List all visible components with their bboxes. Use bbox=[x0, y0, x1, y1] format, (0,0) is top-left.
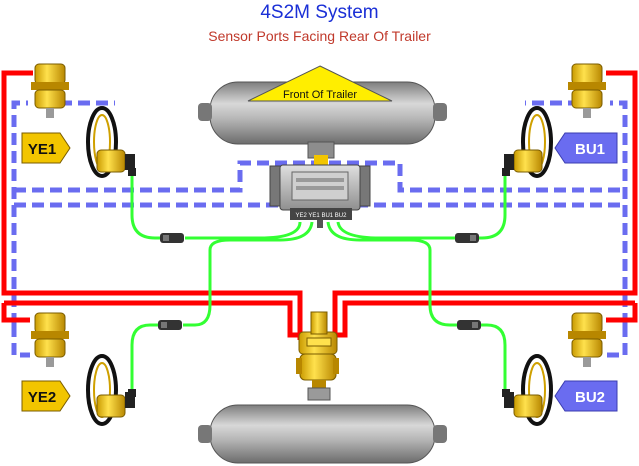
relay-valve-icon bbox=[296, 311, 339, 401]
brake-chamber-icon bbox=[31, 312, 69, 367]
supply-line-right-lower bbox=[606, 303, 638, 323]
cable-connector-icon bbox=[455, 233, 479, 243]
cable-connectors bbox=[158, 233, 481, 330]
front-of-trailer-marker: Front Of Trailer bbox=[247, 65, 393, 102]
brake-chamber-icon bbox=[568, 63, 606, 118]
delivery-line-right-top bbox=[525, 100, 628, 325]
brake-chamber-icon bbox=[31, 63, 69, 118]
supply-line-right-inner bbox=[335, 300, 635, 338]
cable-connector-icon bbox=[457, 320, 481, 330]
brake-chamber-bu2 bbox=[568, 312, 606, 367]
delivery-line-right-bottom bbox=[605, 325, 628, 358]
tag-bu2: BU2 bbox=[554, 380, 618, 412]
cable-ye1 bbox=[130, 170, 302, 240]
tag-ye2: YE2 bbox=[21, 380, 71, 412]
wheel-sensor-icon bbox=[86, 354, 136, 426]
supply-line-right-outer bbox=[332, 70, 638, 340]
cable-ye2 bbox=[130, 221, 314, 395]
supply-line-left-inner bbox=[4, 300, 300, 338]
wheel-sensor-bu1 bbox=[502, 106, 553, 178]
cable-connector-icon bbox=[160, 233, 184, 243]
wheel-sensor-ye1 bbox=[86, 106, 136, 178]
ecu-port-labels: YE2 YE1 BU1 BU2 bbox=[296, 213, 348, 219]
tag-ye1: YE1 bbox=[21, 132, 71, 164]
cable-bu2 bbox=[326, 221, 507, 395]
brake-chamber-bu1 bbox=[568, 63, 606, 118]
cable-bu1 bbox=[336, 170, 507, 240]
supply-line-left-lower bbox=[1, 303, 30, 323]
tag-ye1-label: YE1 bbox=[28, 141, 56, 158]
brake-chamber-ye2 bbox=[31, 312, 69, 367]
diagram-title: 4S2M System bbox=[260, 2, 379, 23]
wheel-sensor-ye2 bbox=[86, 354, 136, 426]
supply-line-left-outer bbox=[1, 70, 303, 340]
tag-bu1-label: BU1 bbox=[575, 141, 605, 158]
tag-bu2-label: BU2 bbox=[575, 389, 605, 406]
front-of-trailer-label: Front Of Trailer bbox=[283, 89, 357, 101]
brake-chamber-icon bbox=[568, 312, 606, 367]
delivery-line-left-bottom bbox=[11, 325, 30, 358]
air-tank-icon bbox=[198, 404, 447, 464]
wheel-sensor-icon bbox=[502, 354, 553, 426]
tag-ye2-label: YE2 bbox=[28, 389, 56, 406]
wheel-sensor-icon bbox=[86, 106, 136, 178]
supply-lines bbox=[1, 70, 638, 340]
ecu-modulator-icon: YE2 YE1 BU1 BU2 bbox=[269, 164, 371, 228]
delivery-line-left-top bbox=[11, 100, 115, 325]
sensor-cables bbox=[130, 170, 507, 395]
wheel-sensor-icon bbox=[502, 106, 553, 178]
cable-connector-icon bbox=[158, 320, 182, 330]
brake-chamber-ye1 bbox=[31, 63, 69, 118]
diagram-subtitle: Sensor Ports Facing Rear Of Trailer bbox=[208, 28, 431, 44]
tag-bu1: BU1 bbox=[554, 132, 618, 164]
wheel-sensor-bu2 bbox=[502, 354, 553, 426]
